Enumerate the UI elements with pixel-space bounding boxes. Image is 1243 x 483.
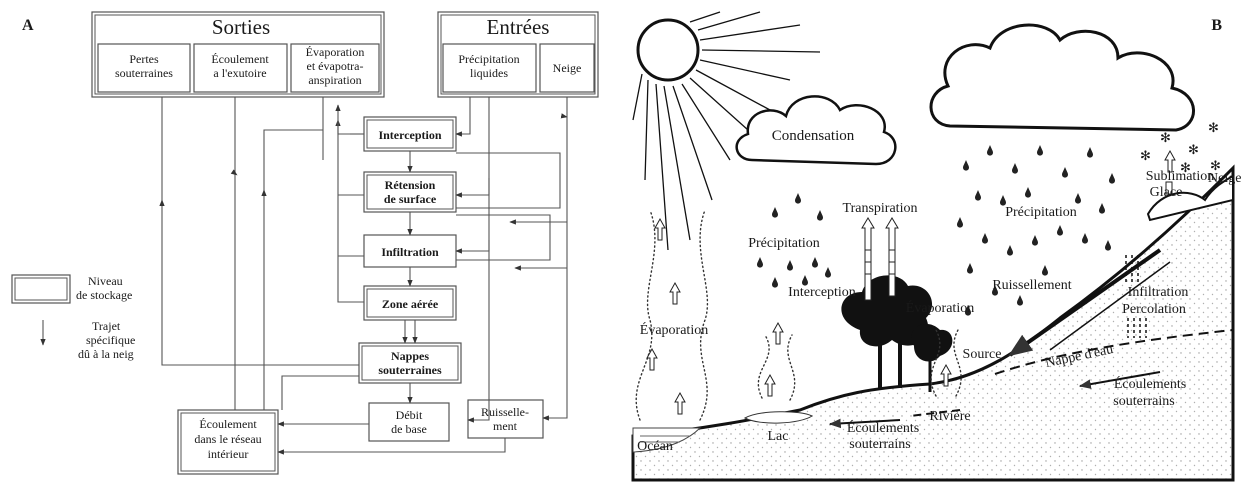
svg-text:✻: ✻ [1140, 148, 1151, 163]
evaporation-left-label: Évaporation [640, 321, 708, 338]
retension-line2: de surface [384, 192, 437, 206]
sorties-group: Sorties Pertes souterraines Écoulement a… [91, 11, 385, 98]
flow-connectors [159, 97, 568, 455]
transpiration-label: Transpiration [843, 201, 918, 216]
nappes-line1: Nappes [391, 349, 429, 363]
sun-icon [632, 11, 821, 251]
ecoulement-exutoire-line1: Écoulement [211, 52, 269, 66]
ruissellement-label: Ruissellement [992, 278, 1071, 293]
debit-line1: Débit [396, 408, 423, 422]
transpiration-arrows [861, 217, 899, 301]
precipitation-liquides-line1: Précipitation [458, 52, 519, 66]
precipitation-right-label: Précipitation [1005, 205, 1077, 220]
legend-path-line2: spécifique [86, 333, 135, 347]
legend-storage-line1: Niveau [88, 274, 123, 288]
ecoulement-reseau-line2: dans le réseau [194, 432, 261, 446]
legend-storage-line2: de stockage [76, 288, 132, 302]
sorties-title: Sorties [212, 15, 270, 39]
legend-path-line3: dû à la neig [78, 347, 134, 361]
riviere-label: Rivière [929, 409, 970, 424]
runoff-arrow [1008, 248, 1162, 357]
svg-text:✻: ✻ [1160, 130, 1171, 145]
interception-label: Interception [788, 285, 856, 300]
ocean-label: Océan [637, 439, 673, 454]
ecoulements-right-line2: souterrains [1113, 394, 1174, 409]
evaporation-mid-label: Évaporation [906, 299, 974, 316]
ecoulement-reseau-line1: Écoulement [199, 417, 257, 431]
interception-box-label: Interception [378, 128, 441, 142]
pertes-souterraines-line2: souterraines [115, 66, 173, 80]
precipitation-liquides-line2: liquides [470, 66, 508, 80]
ruissellement-line2: ment [493, 419, 518, 433]
svg-text:✻: ✻ [1210, 158, 1221, 173]
condensation-label: Condensation [772, 128, 855, 144]
ecoulements-bottom-line1: Écoulements [847, 419, 919, 436]
nappes-line2: souterraines [378, 363, 442, 377]
svg-text:✻: ✻ [1180, 160, 1191, 175]
percolation-label: Percolation [1122, 302, 1186, 317]
zone-aeree-box-label: Zone aérée [382, 297, 439, 311]
panel-b-illustration: Condensation ✻ ✻ ✻ ✻ ✻ ✻ [631, 10, 1241, 482]
lake-shape [743, 411, 813, 424]
ecoulement-exutoire-line2: a l'exutoire [213, 66, 266, 80]
panel-a-letter: A [22, 17, 34, 34]
water-table-line [994, 329, 1234, 375]
panel-b-letter: B [1211, 17, 1222, 34]
svg-text:✻: ✻ [1188, 142, 1199, 157]
trees-icon [841, 275, 953, 392]
svg-text:✻: ✻ [1208, 120, 1219, 135]
snowflake-icons: ✻ ✻ ✻ ✻ ✻ ✻ [1140, 120, 1221, 175]
glace-label: Glace [1150, 185, 1183, 200]
ecoulement-reseau-line3: intérieur [208, 447, 249, 461]
condensation-cloud-icon [735, 95, 897, 166]
source-label: Source [963, 347, 1002, 362]
glacier-shape [1146, 174, 1234, 222]
ecoulements-bottom-line2: souterrains [849, 437, 910, 452]
evaporation-line3: anspiration [308, 73, 361, 87]
rain-cloud-icon [929, 23, 1195, 132]
evaporation-line1: Évaporation [306, 45, 365, 59]
panel-a-flowchart: A Sorties Pertes souterraines Écoulement… [11, 11, 599, 475]
lac-label: Lac [768, 429, 789, 444]
entrees-group: Entrées Précipitation liquides Neige [437, 11, 599, 98]
evaporation-line2: et évapotra- [307, 59, 364, 73]
pertes-souterraines-line1: Pertes [129, 52, 159, 66]
sublimation-label: Sublimation [1146, 169, 1214, 184]
infiltration-box-label: Infiltration [381, 245, 439, 259]
neige-input-label: Neige [553, 61, 582, 75]
storage-boxes: Interception Rétension de surface Infilt… [177, 116, 544, 475]
panel-a-legend: Niveau de stockage Trajet spécifique dû … [11, 274, 135, 361]
neige-label: Neige [1208, 171, 1241, 186]
entrees-title: Entrées [487, 15, 550, 39]
legend-path-line1: Trajet [92, 319, 121, 333]
retension-line1: Rétension [385, 178, 436, 192]
ecoulements-right-line1: Écoulements [1114, 375, 1186, 392]
ruissellement-line1: Ruisselle- [481, 405, 529, 419]
debit-line2: de base [391, 422, 427, 436]
ocean-water [632, 427, 702, 453]
infiltration-label: Infiltration [1128, 285, 1189, 300]
precipitation-left-label: Précipitation [748, 236, 820, 251]
evaporation-loops [635, 150, 1176, 421]
